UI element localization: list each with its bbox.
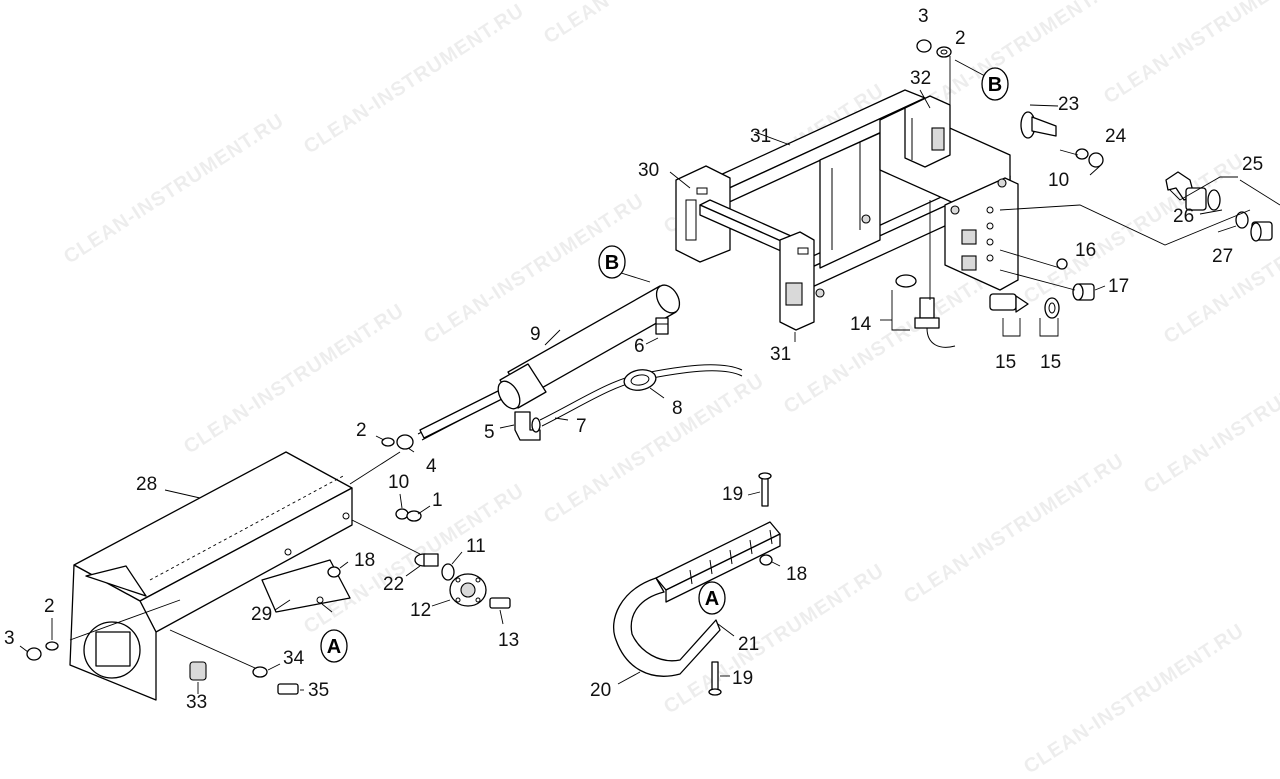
part-label-22: 22 xyxy=(383,574,404,595)
part-label-8: 8 xyxy=(672,398,683,419)
part-label-24: 24 xyxy=(1105,126,1127,147)
exploded-parts-diagram: B B A A 3 2 32 23 24 10 25 31 30 26 27 1… xyxy=(4,6,1280,713)
part-label-2: 2 xyxy=(955,28,966,49)
cylinder-assembly xyxy=(381,284,743,450)
callout-a-cover: A xyxy=(320,629,348,663)
part-label-3: 3 xyxy=(918,6,929,27)
part-label-11: 11 xyxy=(466,536,486,557)
part-label-2: 2 xyxy=(44,596,55,617)
part-label-14: 14 xyxy=(850,314,872,335)
part-label-25: 25 xyxy=(1242,154,1263,175)
callout-a-label: A xyxy=(705,588,719,610)
part-label-31: 31 xyxy=(750,126,771,147)
callout-b-top: B xyxy=(981,67,1009,101)
part-label-7: 7 xyxy=(576,416,587,437)
part-labels: 3 2 32 23 24 10 25 31 30 26 27 16 17 14 … xyxy=(4,6,1263,713)
small-parts-right xyxy=(895,39,1273,348)
frame-assembly xyxy=(675,89,1019,331)
part-label-19: 19 xyxy=(732,668,753,689)
part-label-17: 17 xyxy=(1108,276,1129,297)
cover-assembly xyxy=(26,451,511,701)
part-label-13: 13 xyxy=(498,630,519,651)
part-label-16: 16 xyxy=(1075,240,1096,261)
part-label-5: 5 xyxy=(484,422,495,443)
part-label-32: 32 xyxy=(910,68,931,89)
part-label-12: 12 xyxy=(410,600,431,621)
part-label-9: 9 xyxy=(530,324,541,345)
part-label-20: 20 xyxy=(590,680,611,701)
callout-a-chain: A xyxy=(698,581,726,615)
part-label-21: 21 xyxy=(738,634,759,655)
part-label-33: 33 xyxy=(186,692,207,713)
callout-a-label: A xyxy=(327,636,341,658)
callout-b-cylinder: B xyxy=(598,245,626,279)
part-label-18: 18 xyxy=(354,550,375,571)
part-label-29: 29 xyxy=(251,604,272,625)
part-label-3: 3 xyxy=(4,628,15,649)
part-label-10: 10 xyxy=(1048,170,1069,191)
part-label-1: 1 xyxy=(432,490,443,511)
part-label-30: 30 xyxy=(638,160,659,181)
part-label-27: 27 xyxy=(1212,246,1233,267)
part-label-4: 4 xyxy=(426,456,437,477)
part-label-18: 18 xyxy=(786,564,807,585)
part-label-35: 35 xyxy=(308,680,329,701)
part-label-23: 23 xyxy=(1058,94,1079,115)
callout-b-label: B xyxy=(605,252,619,274)
part-label-15: 15 xyxy=(1040,352,1061,373)
part-label-19: 19 xyxy=(722,484,743,505)
part-label-2: 2 xyxy=(356,420,367,441)
part-label-15: 15 xyxy=(995,352,1016,373)
cable-chain xyxy=(612,472,781,696)
leader-lines xyxy=(19,56,1280,694)
part-label-31: 31 xyxy=(770,344,791,365)
part-label-34: 34 xyxy=(283,648,305,669)
part-label-10: 10 xyxy=(388,472,409,493)
part-label-6: 6 xyxy=(634,336,645,357)
part-label-28: 28 xyxy=(136,474,157,495)
callout-b-label: B xyxy=(988,74,1002,96)
part-label-26: 26 xyxy=(1173,206,1194,227)
